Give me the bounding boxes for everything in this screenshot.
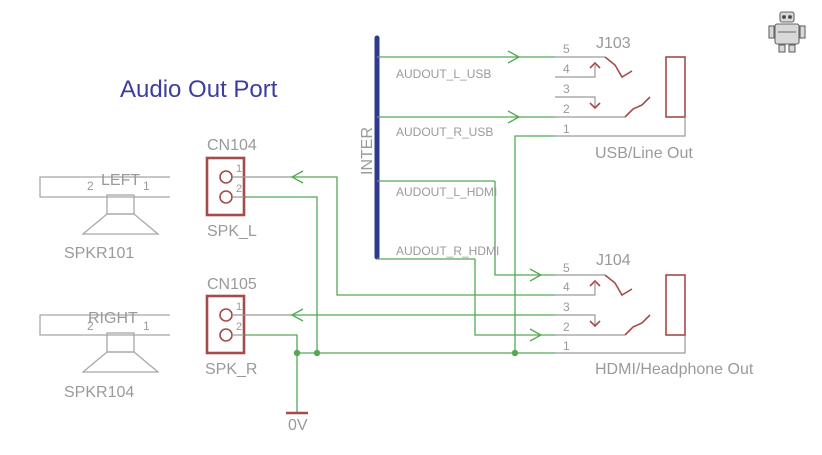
j103-pin-1: 1 — [563, 122, 570, 136]
spkr104-label: RIGHT — [88, 310, 138, 327]
cn105-pin-1: 1 — [236, 301, 242, 313]
wire-spk-r-minus — [244, 334, 298, 412]
net-label-r-usb: AUDOUT_R_USB — [396, 125, 493, 139]
j103-pin-5: 5 — [563, 42, 570, 56]
spkr101-pin-b: 1 — [143, 179, 150, 193]
spkr104-pin-b: 1 — [143, 319, 150, 333]
cn104-pin-2: 2 — [236, 183, 242, 195]
spkr101-label: LEFT — [101, 172, 140, 189]
j103-connector: J103 USB/Line Out 5 4 3 2 1 — [555, 35, 693, 162]
junction — [511, 349, 519, 357]
robot-logo-icon — [768, 11, 806, 53]
ground-symbol: 0V — [286, 411, 308, 434]
j103-pin-2: 2 — [563, 102, 570, 116]
schematic-title: Audio Out Port — [120, 76, 278, 103]
j104-pin-1: 1 — [563, 339, 570, 353]
j104-value: HDMI/Headphone Out — [595, 361, 754, 378]
cn104-ref: CN104 — [207, 137, 257, 154]
j104-pin-2: 2 — [563, 320, 570, 334]
junction — [293, 349, 301, 357]
net-label-l-hdmi: AUDOUT_L_HDMI — [396, 185, 497, 199]
spkr104-ref: SPKR104 — [64, 384, 134, 401]
wire-j103-gnd — [514, 135, 555, 353]
j104-pin-5: 5 — [563, 261, 570, 275]
wire-l-hdmi — [494, 181, 555, 276]
cn104-value: SPK_L — [207, 223, 257, 240]
net-label-l-usb: AUDOUT_L_USB — [396, 67, 491, 81]
net-wires — [244, 50, 555, 412]
wire-spk-l-plus — [290, 176, 555, 296]
wire-r-hdmi — [474, 259, 555, 336]
j103-value: USB/Line Out — [595, 145, 693, 162]
wire-spk-l-minus — [244, 196, 318, 353]
spkr104-speaker: RIGHT 2 1 SPKR104 — [39, 310, 170, 401]
j104-pin-3: 3 — [563, 300, 570, 314]
j103-ref: J103 — [596, 35, 631, 52]
cn105-value: SPK_R — [205, 361, 257, 378]
cn105-ref: CN105 — [207, 276, 257, 293]
bus-label: INTER — [359, 127, 376, 175]
junction — [313, 349, 321, 357]
spkr101-ref: SPKR101 — [64, 245, 134, 262]
j104-connector: J104 HDMI/Headphone Out 5 4 3 2 1 — [555, 252, 754, 378]
net-label-r-hdmi: AUDOUT_R_HDMI — [396, 244, 499, 258]
spkr101-speaker: LEFT 2 1 SPKR101 — [39, 172, 170, 262]
cn105-pin-2: 2 — [236, 321, 242, 333]
spkr101-pin-a: 2 — [87, 179, 94, 193]
j104-pin-4: 4 — [563, 280, 570, 294]
j103-pin-3: 3 — [563, 82, 570, 96]
j103-pin-4: 4 — [563, 62, 570, 76]
cn104-pin-1: 1 — [236, 163, 242, 175]
spkr104-pin-a: 2 — [87, 319, 94, 333]
cn104-connector: CN104 SPK_L 1 2 — [205, 137, 290, 240]
j104-ref: J104 — [596, 252, 631, 269]
ground-label: 0V — [288, 417, 308, 434]
cn105-connector: CN105 SPK_R 1 2 — [205, 276, 290, 378]
